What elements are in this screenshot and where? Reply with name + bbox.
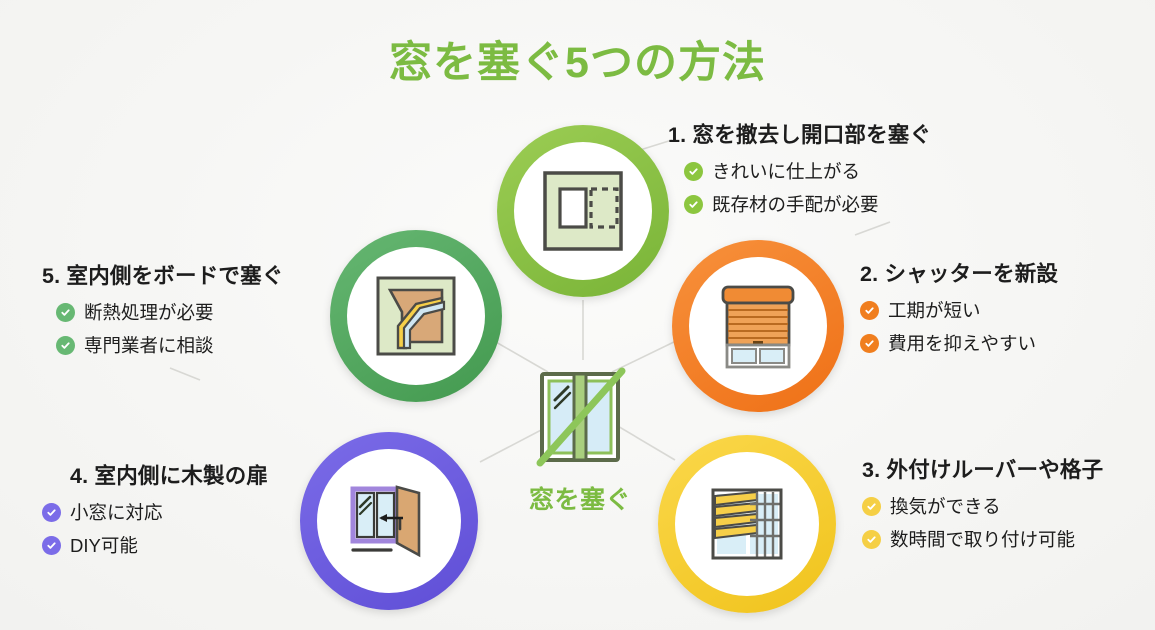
item-bullets-3: 換気ができる 数時間で取り付け可能: [862, 493, 1103, 552]
node-circle-4[interactable]: [300, 432, 478, 610]
check-icon: [860, 300, 879, 320]
list-item: 既存材の手配が必要: [684, 191, 931, 217]
list-item: 数時間で取り付け可能: [862, 526, 1103, 552]
node-circle-1[interactable]: [497, 125, 669, 297]
list-item: 専門業者に相談: [56, 332, 284, 358]
item-heading-4: 4. 室内側に木製の扉: [70, 464, 269, 488]
bullet-text: 断熱処理が必要: [84, 302, 214, 323]
board-insulation-icon: [376, 276, 456, 356]
check-icon: [42, 535, 61, 555]
item-heading-1: 1. 窓を撤去し開口部を塞ぐ: [668, 123, 932, 147]
item-block-3: 3. 外付けルーバーや格子 換気ができる 数時間で取り付け可能: [862, 453, 1103, 559]
bullet-text: 数時間で取り付け可能: [890, 529, 1076, 550]
check-icon: [862, 496, 881, 516]
item-bullets-5: 断熱処理が必要 専門業者に相談: [56, 299, 284, 358]
node-icon-wrap-1: [514, 142, 652, 280]
bullet-text: 専門業者に相談: [84, 335, 214, 356]
list-item: 工期が短い: [860, 297, 1058, 323]
center-label: 窓を塞ぐ: [528, 486, 631, 514]
node-icon-wrap-3: [675, 452, 819, 596]
item-block-1: 1. 窓を撤去し開口部を塞ぐ きれいに仕上がる 既存材の手配が必要: [668, 118, 931, 224]
page-title: 窓を塞ぐ5つの方法: [389, 39, 766, 87]
list-item: 小窓に対応: [42, 499, 268, 525]
bullet-text: 工期が短い: [888, 300, 981, 321]
shutter-icon: [721, 285, 795, 369]
item-block-2: 2. シャッターを新設 工期が短い 費用を抑えやすい: [860, 257, 1058, 363]
item-block-5: 5. 室内側をボードで塞ぐ 断熱処理が必要 専門業者に相談: [42, 259, 284, 365]
bullet-text: 既存材の手配が必要: [712, 194, 879, 215]
check-icon: [860, 333, 879, 353]
list-item: 断熱処理が必要: [56, 299, 284, 325]
center-hub: 窓を塞ぐ: [505, 362, 655, 516]
wall-opening-icon: [543, 171, 623, 251]
check-icon: [684, 161, 703, 181]
louver-grid-icon: [711, 488, 783, 560]
list-item: 換気ができる: [862, 493, 1103, 519]
bullet-text: きれいに仕上がる: [712, 161, 861, 182]
node-icon-wrap-4: [317, 449, 461, 593]
check-icon: [42, 502, 61, 522]
list-item: きれいに仕上がる: [684, 158, 931, 184]
check-icon: [684, 194, 703, 214]
check-icon: [862, 529, 881, 549]
item-bullets-1: きれいに仕上がる 既存材の手配が必要: [684, 158, 931, 217]
bullet-text: 換気ができる: [890, 496, 1001, 517]
item-bullets-4: 小窓に対応 DIY可能: [42, 499, 268, 558]
item-heading-2: 2. シャッターを新設: [860, 262, 1059, 286]
item-bullets-2: 工期が短い 費用を抑えやすい: [860, 297, 1058, 356]
check-icon: [56, 302, 75, 322]
item-heading-3: 3. 外付けルーバーや格子: [862, 458, 1104, 482]
blocked-window-icon: [536, 367, 626, 467]
bullet-text: 費用を抑えやすい: [888, 333, 1037, 354]
list-item: 費用を抑えやすい: [860, 330, 1058, 356]
wooden-door-icon: [350, 485, 421, 558]
node-circle-2[interactable]: [672, 240, 844, 412]
node-circle-5[interactable]: [330, 230, 502, 402]
node-icon-wrap-5: [347, 247, 485, 385]
list-item: DIY可能: [42, 532, 268, 558]
node-icon-wrap-2: [689, 257, 827, 395]
item-heading-5: 5. 室内側をボードで塞ぐ: [42, 264, 284, 288]
bullet-text: 小窓に対応: [70, 502, 163, 523]
check-icon: [56, 335, 75, 355]
node-circle-3[interactable]: [658, 435, 836, 613]
bullet-text: DIY可能: [70, 535, 138, 556]
item-block-4: 4. 室内側に木製の扉 小窓に対応 DIY可能: [42, 459, 268, 565]
